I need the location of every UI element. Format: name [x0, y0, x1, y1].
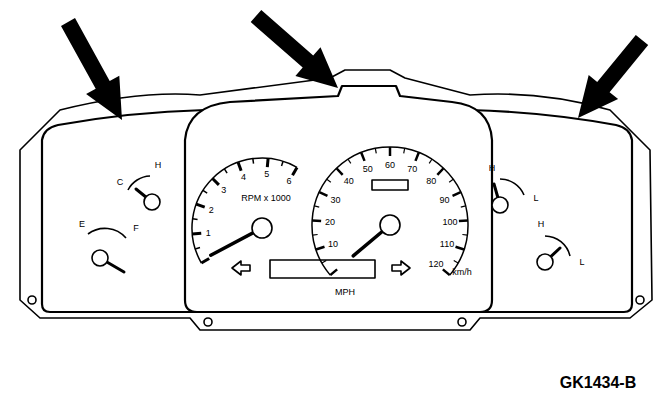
gauge-label: L [533, 194, 538, 203]
mount-hole [204, 318, 212, 326]
tach-tick [192, 232, 201, 236]
gauge-label: 30 [331, 195, 341, 204]
fuel-gauge-arc [88, 228, 126, 238]
speedo-tick [336, 168, 342, 175]
oil-gauge-arc [500, 179, 524, 195]
gauge-label: E [79, 220, 85, 229]
gauge-label: km/h [452, 268, 472, 277]
temp-gauge-arc [128, 176, 150, 190]
speedo-tick [348, 159, 351, 163]
turn-signal-right [392, 261, 410, 275]
gauge-label: 40 [344, 177, 354, 186]
left-pod-lens [42, 110, 205, 312]
mount-hole [28, 296, 36, 304]
speedo-tick [403, 148, 405, 153]
gauge-label: RPM x 1000 [241, 194, 291, 203]
tach-tick [252, 159, 254, 164]
mount-hole [636, 296, 644, 304]
gauge-label: 20 [325, 217, 335, 226]
right-pod-lens [470, 110, 632, 312]
tach-tick [238, 162, 241, 170]
tach-scale-arc [192, 158, 297, 263]
pointer-arrow [61, 18, 122, 120]
gauge-label: 70 [407, 165, 417, 174]
tach-hub [252, 218, 272, 238]
speedo-tick [437, 168, 443, 175]
gauge-label: 100 [442, 217, 457, 226]
gauge-label: 10 [328, 239, 338, 248]
tach-tick [293, 167, 298, 175]
tach-tick [201, 259, 209, 264]
gauge-label: 120 [428, 259, 443, 268]
figure-id: GK1434-B [560, 375, 636, 391]
trip-display [372, 180, 408, 190]
speedo-tick [314, 206, 319, 207]
speedo-tick [316, 247, 325, 250]
gauge-label: L [579, 258, 584, 267]
gauge-label: 80 [426, 177, 436, 186]
speedo-tick [415, 153, 418, 161]
speedo-hub [380, 215, 400, 235]
speedo-tick [313, 234, 318, 236]
gauge-label: 50 [363, 165, 373, 174]
gauge-label: 60 [385, 161, 395, 170]
gauge-hub [144, 194, 160, 210]
pointer-arrow [251, 10, 338, 88]
speedo-tick [454, 261, 458, 263]
tach-tick [195, 248, 200, 250]
speedo-scale-arc [312, 147, 468, 275]
turn-signal-left [232, 261, 250, 275]
speedo-tick [455, 247, 464, 250]
center-lens [185, 86, 492, 312]
odometer-display [270, 260, 375, 278]
gauge-label: 6 [286, 177, 291, 186]
mount-hole [458, 318, 466, 326]
gauge-label: H [155, 161, 162, 170]
gauge-label: F [133, 224, 139, 233]
tach-tick [203, 190, 207, 193]
pointer-arrow [578, 35, 648, 118]
speedo-tick [459, 219, 468, 222]
gauge-label: 1 [206, 228, 211, 237]
speedo-tick [462, 234, 467, 236]
speedo-tick [375, 148, 377, 153]
speedo-tick [389, 147, 392, 156]
gauge-hub [492, 197, 508, 213]
tach-tick [193, 218, 198, 220]
speedo-tick [330, 269, 337, 275]
speedo-tick [453, 192, 461, 196]
tach-tick [224, 169, 227, 173]
tach-tick [213, 179, 219, 185]
speedo-tick [429, 159, 432, 163]
speedo-tick [361, 153, 364, 161]
gauge-label: MPH [335, 288, 355, 297]
speedo-tick [461, 206, 466, 207]
gauge-label: 5 [264, 170, 269, 179]
speedo-tick [443, 269, 450, 275]
gauge-label: 90 [439, 195, 449, 204]
tach-tick [282, 161, 284, 166]
tach-tick [266, 158, 270, 167]
gauge-label: 2 [209, 205, 214, 214]
gauge-label: C [117, 178, 124, 187]
volt-gauge-arc [545, 236, 570, 256]
gauge-label: 4 [241, 173, 246, 182]
speedo-tick [312, 219, 321, 222]
gauge-label: 110 [440, 239, 454, 248]
gauge-label: 3 [221, 185, 226, 194]
gauge-hub [537, 254, 553, 270]
gauge-label: H [489, 164, 496, 173]
speedo-tick [327, 179, 331, 182]
speedo-tick [322, 261, 326, 263]
tach-tick [196, 204, 204, 207]
speedo-tick [319, 192, 327, 196]
gauge-hub [92, 250, 108, 266]
speedo-tick [449, 179, 453, 182]
gauge-label: H [538, 220, 545, 229]
